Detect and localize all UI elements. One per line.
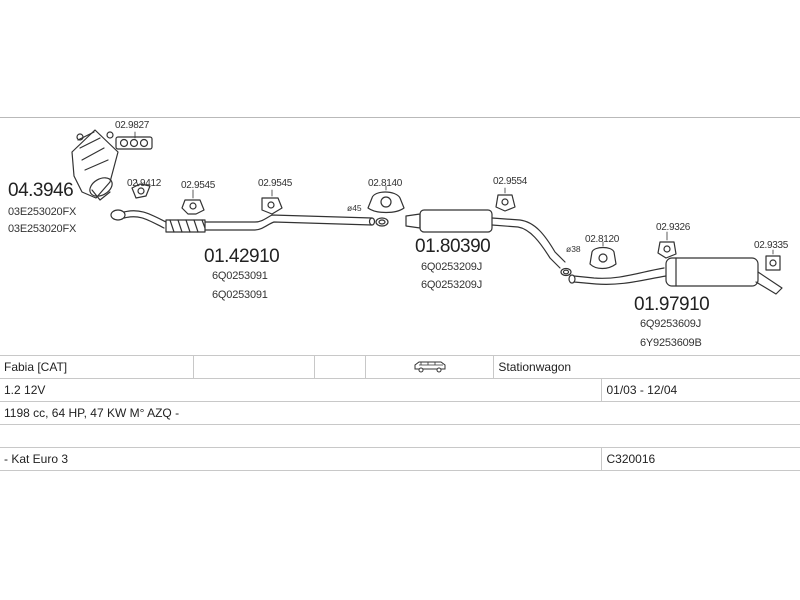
years-cell: 01/03 - 12/04 [601,378,800,402]
front-pipe-part [110,209,376,233]
part-number-mount-c: 02.8140 [368,178,403,189]
info-row-engine: 1.2 12V 01/03 - 12/04 [0,378,800,402]
exhaust-system-diagram [71,129,783,295]
body-type-cell: Stationwagon [493,355,800,379]
catalyst-manifold-part [71,129,119,201]
info-row-model: Fabia [CAT] Stationwagon [0,355,800,379]
part-number-catalyst: 04.3946 [8,180,74,201]
empty-cell [0,424,800,448]
part-number-tail-mount: 02.9335 [754,240,789,251]
part-number-mount-d: 02.9554 [493,176,528,187]
clamp-45-part [375,217,389,227]
info-row-blank [0,424,800,448]
oe-number-middle-silencer-1: 6Q0253209J [421,261,482,273]
oe-number-catalyst-2: 03E253020FX [8,223,77,235]
oe-number-front-pipe-2: 6Q0253091 [212,289,268,301]
oe-number-catalyst-1: 03E253020FX [8,206,77,218]
flange-gasket-part [131,183,151,199]
catalog-code-cell: C320016 [601,447,800,471]
rear-silencer-part [568,257,783,295]
rubber-mount-part-tail [765,255,781,271]
empty-cell [313,355,366,379]
engine-cell: 1.2 12V [0,378,494,402]
emission-cell: - Kat Euro 3 [0,447,602,471]
rubber-mount-part-b [261,197,283,215]
middle-silencer-part [405,209,566,269]
station-wagon-car-icon [414,361,446,372]
part-number-manifold-gasket: 02.9827 [115,120,150,131]
part-number-rear-silencer: 01.97910 [634,294,710,315]
clamp-diameter-38: ø38 [566,244,581,254]
rubber-mount-part-c [367,191,405,214]
part-number-mount-b: 02.9545 [258,178,293,189]
spec-cell: 1198 cc, 64 HP, 47 KW M° AZQ - [0,401,800,425]
oe-number-rear-silencer-1: 6Q9253609J [640,318,701,330]
part-number-mount-a: 02.9545 [181,180,216,191]
leader-lines [134,131,774,255]
manifold-gasket-part [115,136,153,150]
rubber-mount-part-d [495,194,516,212]
clamp-diameter-45: ø45 [347,203,362,213]
body-icon-cell [364,355,494,379]
oe-number-middle-silencer-2: 6Q0253209J [421,279,482,291]
clamp-38-part [560,267,572,277]
rubber-mount-part-a [181,199,205,215]
oe-number-front-pipe-1: 6Q0253091 [212,270,268,282]
part-number-mount-e: 02.8120 [585,234,620,245]
part-number-gasket-a: 02.9412 [127,178,162,189]
part-number-front-pipe: 01.42910 [204,246,280,267]
part-number-mount-f: 02.9326 [656,222,691,233]
empty-cell [193,355,315,379]
oe-number-rear-silencer-2: 6Y9253609B [640,337,702,349]
model-cell: Fabia [CAT] [0,355,194,379]
info-row-spec: 1198 cc, 64 HP, 47 KW M° AZQ - [0,401,800,425]
rubber-mount-part-f [657,241,677,259]
empty-cell [493,378,602,402]
vehicle-info-table: Fabia [CAT] Stationwagon 1.2 12V 01/03 -… [0,355,800,471]
rubber-mount-part-e [589,246,617,270]
part-number-middle-silencer: 01.80390 [415,236,491,257]
top-border [0,117,800,118]
info-row-emission: - Kat Euro 3 C320016 [0,447,800,471]
